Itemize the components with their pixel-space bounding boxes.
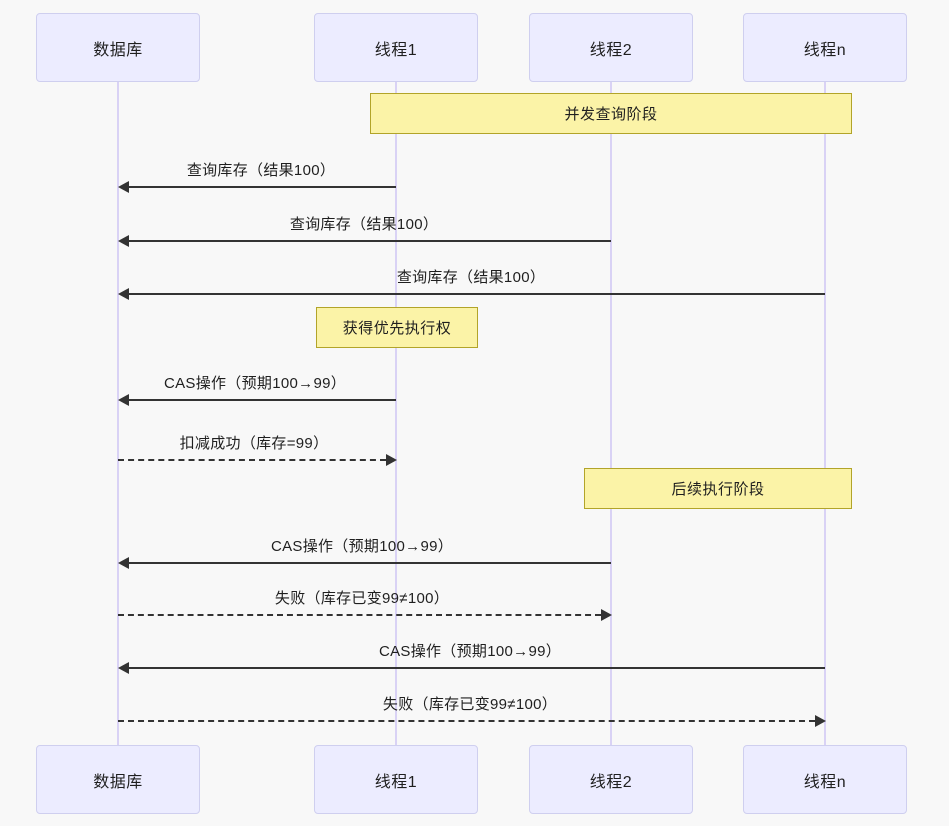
message-line-m5: [118, 459, 386, 461]
message-label-m3: 查询库存（结果100）: [396, 269, 546, 286]
message-arrowhead-m2: [118, 235, 129, 247]
message-label-m5: 扣减成功（库存=99）: [179, 435, 329, 452]
participant-t1-bottom[interactable]: 线程1: [314, 745, 478, 814]
note-concurrent-query[interactable]: 并发查询阶段: [370, 93, 852, 134]
message-label-m9: 失败（库存已变99≠100）: [382, 696, 558, 713]
message-label-m4: CAS操作（预期100→99）: [163, 375, 347, 392]
note-label: 获得优先执行权: [342, 320, 452, 337]
message-arrowhead-m4: [118, 394, 129, 406]
message-label-m6: CAS操作（预期100→99）: [270, 538, 454, 555]
message-line-m6: [128, 562, 611, 564]
participant-label: 线程n: [803, 773, 847, 791]
message-line-m1: [128, 186, 396, 188]
message-line-m8: [128, 667, 825, 669]
message-line-m7: [118, 614, 601, 616]
lifeline-t1: [395, 82, 397, 745]
lifeline-tn: [824, 82, 826, 745]
participant-t2-bottom[interactable]: 线程2: [529, 745, 693, 814]
note-followup[interactable]: 后续执行阶段: [584, 468, 852, 509]
note-label: 并发查询阶段: [564, 106, 658, 123]
participant-tn-bottom[interactable]: 线程n: [743, 745, 907, 814]
participant-label: 线程n: [803, 41, 847, 59]
message-arrowhead-m7: [601, 609, 612, 621]
participant-label: 线程1: [374, 773, 418, 791]
participant-label: 线程2: [589, 41, 633, 59]
participant-db-top[interactable]: 数据库: [36, 13, 200, 82]
message-arrowhead-m9: [815, 715, 826, 727]
message-arrowhead-m3: [118, 288, 129, 300]
participant-db-bottom[interactable]: 数据库: [36, 745, 200, 814]
message-line-m4: [128, 399, 396, 401]
note-label: 后续执行阶段: [671, 481, 765, 498]
message-label-m7: 失败（库存已变99≠100）: [274, 590, 450, 607]
message-line-m3: [128, 293, 825, 295]
message-line-m9: [118, 720, 815, 722]
message-line-m2: [128, 240, 611, 242]
participant-label: 数据库: [93, 773, 143, 791]
note-priority[interactable]: 获得优先执行权: [316, 307, 478, 348]
participant-label: 线程2: [589, 773, 633, 791]
message-label-m8: CAS操作（预期100→99）: [378, 643, 562, 660]
participant-t2-top[interactable]: 线程2: [529, 13, 693, 82]
message-arrowhead-m6: [118, 557, 129, 569]
participant-t1-top[interactable]: 线程1: [314, 13, 478, 82]
participant-label: 数据库: [93, 41, 143, 59]
message-label-m1: 查询库存（结果100）: [186, 162, 336, 179]
participant-tn-top[interactable]: 线程n: [743, 13, 907, 82]
message-label-m2: 查询库存（结果100）: [289, 216, 439, 233]
message-arrowhead-m5: [386, 454, 397, 466]
message-arrowhead-m1: [118, 181, 129, 193]
participant-label: 线程1: [374, 41, 418, 59]
lifeline-t2: [610, 82, 612, 745]
lifeline-db: [117, 82, 119, 745]
message-arrowhead-m8: [118, 662, 129, 674]
